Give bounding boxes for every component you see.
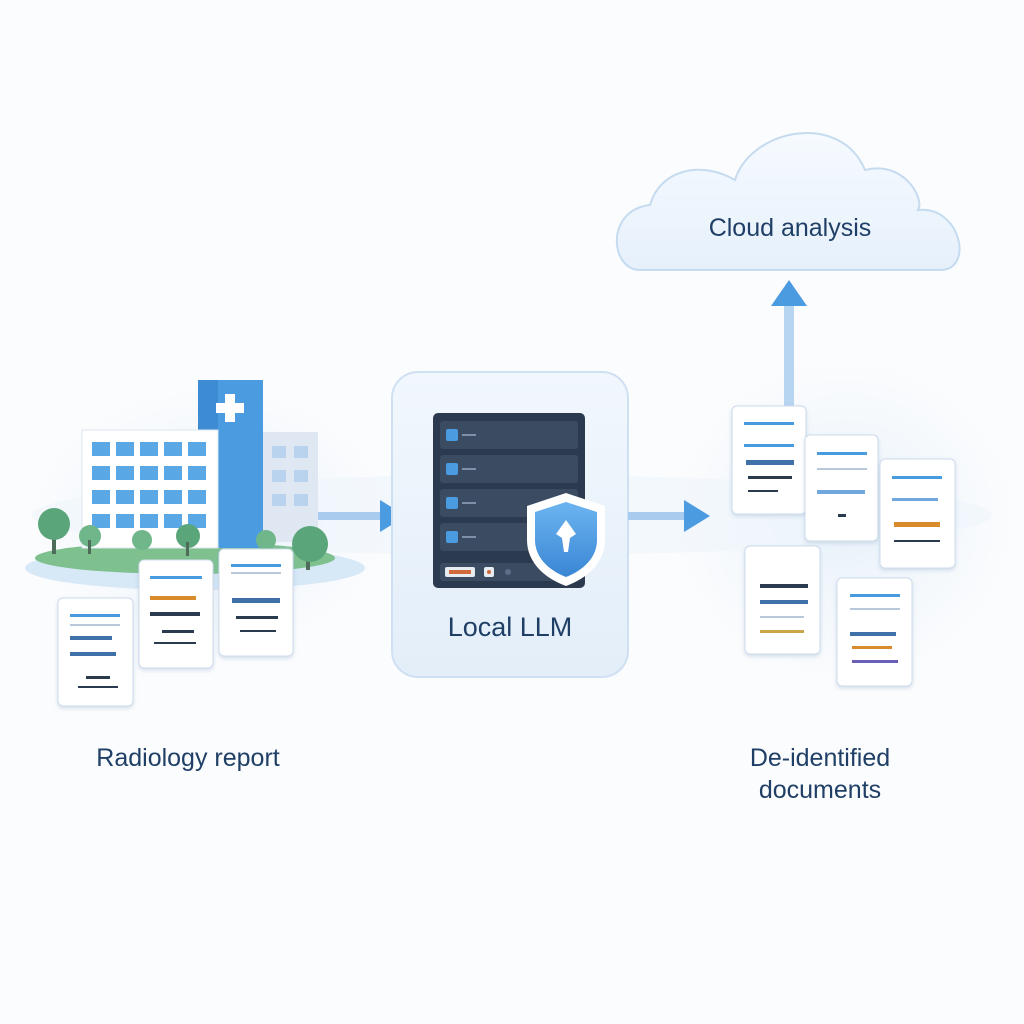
local-llm-label: Local LLM	[447, 612, 573, 642]
medical-cross-icon	[216, 394, 244, 422]
document-icon	[57, 597, 134, 707]
document-icon	[804, 434, 879, 542]
radiology-report-label: Radiology report	[96, 744, 280, 772]
cloud-icon	[615, 132, 961, 271]
arrow-up-icon	[771, 280, 807, 408]
document-icon	[218, 548, 294, 657]
hospital-back-wing	[262, 432, 318, 542]
shield-icon	[527, 493, 605, 586]
document-icon	[731, 405, 807, 515]
deidentified-documents-label: De-identified documents	[690, 742, 950, 806]
arrow-right-icon	[628, 500, 710, 532]
document-icon	[879, 458, 956, 569]
local-llm-panel	[391, 371, 629, 678]
document-icon	[744, 545, 821, 655]
deidentified-label-line2: documents	[758, 776, 882, 804]
document-icon	[836, 577, 913, 687]
cloud-analysis-label: Cloud analysis	[708, 214, 872, 242]
document-icon	[138, 559, 214, 669]
deidentified-label-line1: De-identified	[749, 744, 891, 772]
trees	[38, 508, 328, 570]
